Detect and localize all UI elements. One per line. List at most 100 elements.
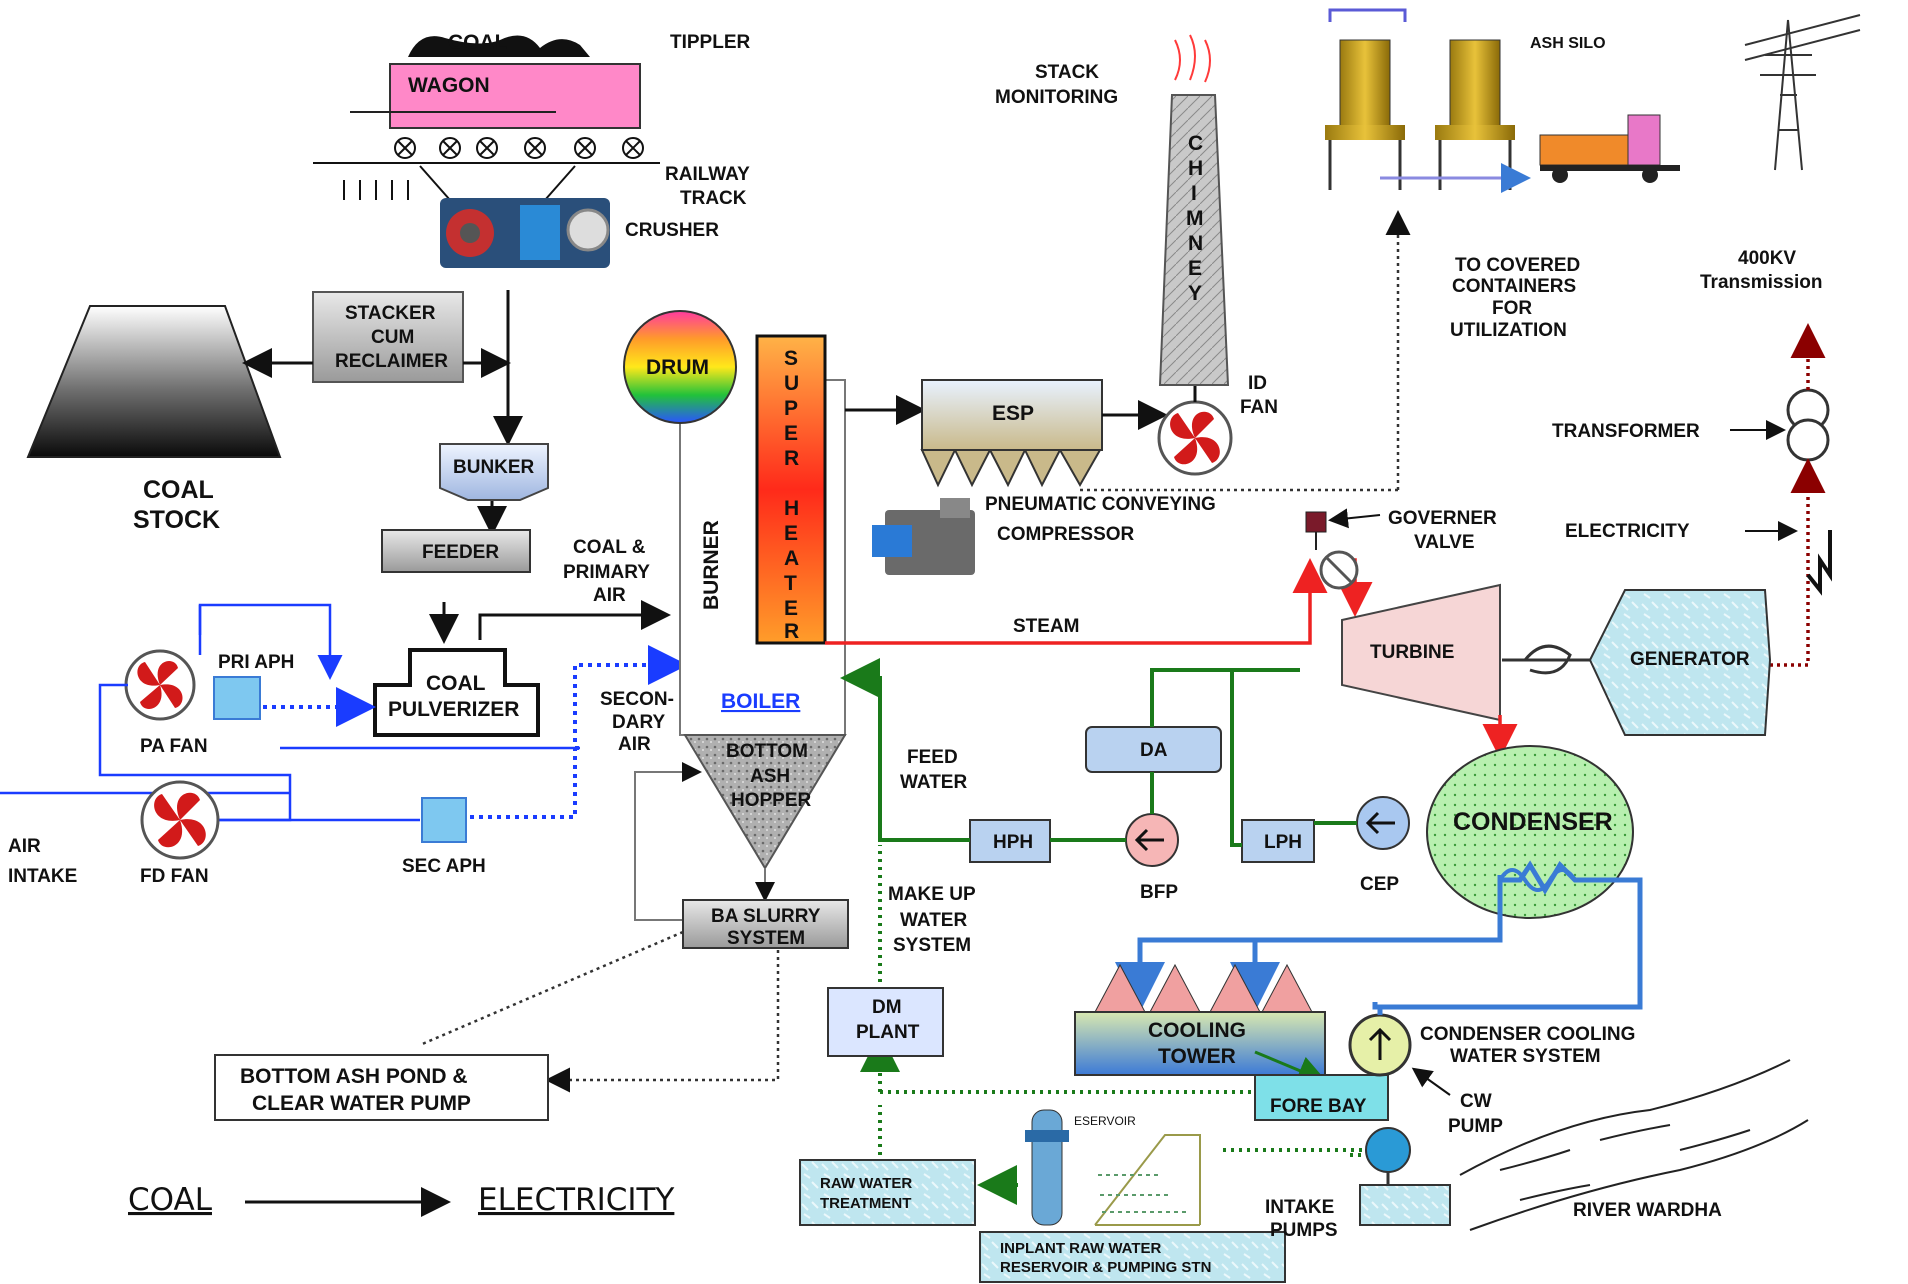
wagon-label: WAGON <box>408 74 490 97</box>
sec-aph-box <box>421 797 467 843</box>
air-dotted-arrows <box>263 645 688 819</box>
covered-label-3: FOR <box>1492 298 1532 319</box>
chimney-letter: N <box>1188 232 1203 255</box>
reservoir-diagram <box>1094 1134 1201 1226</box>
secondary-air-label-1: SECON- <box>600 689 674 710</box>
cep-pump-icon <box>1356 796 1410 850</box>
feed-water-label-1: FEED <box>907 747 958 768</box>
feed-water-lines <box>840 658 1357 847</box>
dm-plant-label-1: DM <box>872 997 902 1018</box>
transformer-icon <box>1786 388 1830 462</box>
drum <box>623 310 737 424</box>
coal-top-label: COAL <box>448 31 508 54</box>
raw-water-label-1: RAW WATER <box>820 1175 912 1192</box>
lightning-bolt-icon <box>1806 530 1832 596</box>
compressor-icon <box>872 498 975 575</box>
chimney-letter: M <box>1186 207 1204 230</box>
pulverizer-label-1: COAL <box>426 672 486 695</box>
fd-fan-icon <box>140 780 220 860</box>
bottom-ash-hopper <box>683 734 847 870</box>
fd-fan-label: FD FAN <box>140 866 209 887</box>
sh-letter: R <box>784 620 799 643</box>
chimney-letter: Y <box>1188 282 1202 305</box>
esp-label: ESP <box>992 402 1034 425</box>
cw-pump-label-2: PUMP <box>1448 1116 1503 1137</box>
hopper-gray-loop <box>634 762 775 921</box>
transmission-label-2: Transmission <box>1700 272 1823 293</box>
crusher-machine-icon <box>440 198 610 268</box>
river-icon <box>1459 1059 1809 1231</box>
hph-box <box>969 819 1051 863</box>
wagon <box>350 63 641 129</box>
coal-primary-label-2: PRIMARY <box>563 562 650 583</box>
transformer-label: TRANSFORMER <box>1552 421 1700 442</box>
chimney-letter: H <box>1188 157 1203 180</box>
intake-pumps-label-1: INTAKE <box>1265 1197 1334 1218</box>
bottom-ash-pond-box <box>214 1054 549 1121</box>
governer-label-2: VALVE <box>1414 532 1475 553</box>
feeder-label: FEEDER <box>422 542 499 563</box>
ash-conveying-dotted <box>1080 210 1411 492</box>
hopper-label-2: ASH <box>750 766 790 787</box>
wagon-wheels <box>394 137 644 159</box>
esp <box>920 379 1103 488</box>
ash-silo <box>1325 8 1531 193</box>
make-up-label-3: SYSTEM <box>893 935 971 956</box>
sh-letter: S <box>784 347 798 370</box>
river-label: RIVER WARDHA <box>1573 1200 1722 1221</box>
intake-pump-icon <box>1359 1127 1451 1226</box>
air-intake-label-2: INTAKE <box>8 866 77 887</box>
sh-letter: P <box>784 397 798 420</box>
bfp-label: BFP <box>1140 882 1178 903</box>
intake-pumps-label-2: PUMPS <box>1270 1220 1338 1241</box>
ash-dotted-lines <box>419 930 780 1093</box>
chimney-letter: C <box>1188 132 1203 155</box>
fore-bay-box <box>1254 1074 1389 1121</box>
cw-pump-icon <box>1348 1013 1412 1077</box>
reservoir-label: ESERVOIR <box>1074 1114 1136 1128</box>
governer-pointer-arrow <box>1328 508 1381 529</box>
stack-monitoring-label-1: STACK <box>1035 62 1099 83</box>
air-intake-label-1: AIR <box>8 836 41 857</box>
bunker-label: BUNKER <box>453 457 535 478</box>
pneumatic-label: PNEUMATIC CONVEYING <box>985 494 1216 515</box>
sh-letter: H <box>784 497 799 520</box>
electric-power-lines <box>1770 323 1826 667</box>
crusher-label: CRUSHER <box>625 220 719 241</box>
stack-monitoring-label-2: MONITORING <box>995 87 1118 108</box>
coal-bottom-label: COAL <box>128 1182 213 1218</box>
cw-pump-label-1: CW <box>1460 1091 1492 1112</box>
stacker-reclaimer-box <box>312 291 464 383</box>
super-heater-letters: S U P E R H E A T E R <box>784 347 799 643</box>
railway-label-1: RAILWAY <box>665 164 750 185</box>
boiler-label: BOILER <box>721 690 800 713</box>
coal-flow-arrows <box>242 290 671 644</box>
fore-bay-label: FORE BAY <box>1270 1096 1367 1117</box>
burner-label: BURNER <box>700 520 723 610</box>
steam-label: STEAM <box>1013 616 1080 637</box>
stacker-label-1: STACKER <box>345 303 436 324</box>
ba-slurry-box <box>682 899 849 949</box>
cooling-water-lines <box>1115 860 1643 1012</box>
pri-aph-label: PRI APH <box>218 652 294 673</box>
governer-label-1: GOVERNER <box>1388 508 1497 529</box>
ash-silo-label: ASH SILO <box>1530 35 1606 52</box>
turbine-label: TURBINE <box>1370 642 1454 663</box>
governer-valve-icon <box>1305 511 1359 590</box>
make-up-label-1: MAKE UP <box>888 884 976 905</box>
transmission-tower-icon <box>1744 14 1861 171</box>
coupling-rotation-icon <box>1502 644 1590 675</box>
generator <box>1588 589 1772 736</box>
condenser-cooling-label-2: WATER SYSTEM <box>1450 1046 1601 1067</box>
ba-slurry-label-2: SYSTEM <box>727 928 805 949</box>
pulverizer-label-2: PULVERIZER <box>388 698 519 721</box>
bfp-pump-icon <box>1125 813 1179 867</box>
feed-water-label-2: WATER <box>900 772 967 793</box>
coal-pulverizer <box>373 648 540 737</box>
sh-letter: U <box>784 372 799 395</box>
cooling-tower-label-2: TOWER <box>1158 1045 1236 1068</box>
id-fan-label-2: FAN <box>1240 397 1278 418</box>
hopper-label-3: HOPPER <box>731 790 812 811</box>
